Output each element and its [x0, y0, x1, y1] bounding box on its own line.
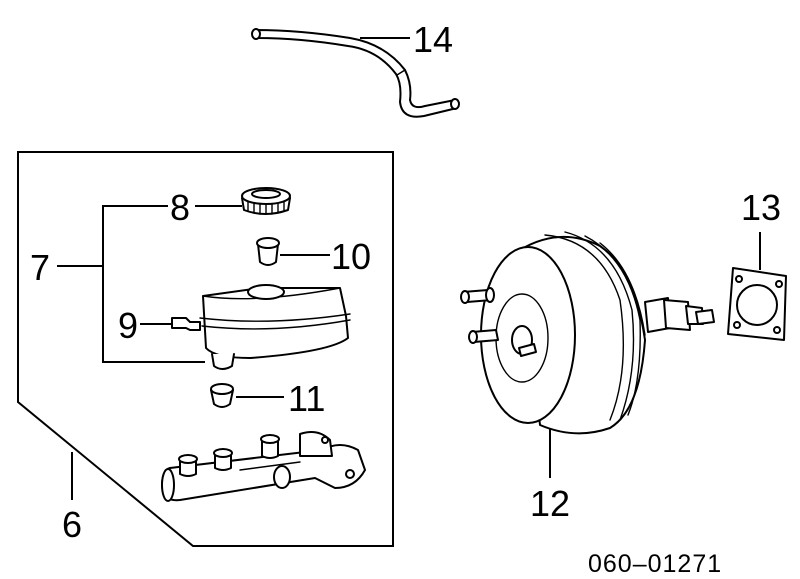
diagram-code: 060–01271 — [588, 550, 722, 578]
callout-9: 9 — [118, 305, 138, 346]
reservoir-cap-part — [241, 187, 291, 215]
level-switch-part — [171, 317, 201, 331]
callout-11: 11 — [288, 378, 325, 419]
group-6-box — [17, 151, 394, 547]
bracket-7 — [102, 205, 205, 363]
vacuum-hose-part — [251, 28, 460, 118]
gasket-part — [727, 267, 787, 341]
callout-12: 12 — [530, 483, 570, 524]
callout-8: 8 — [170, 187, 190, 228]
callout-6: 6 — [62, 504, 82, 545]
brake-booster-part — [460, 231, 715, 435]
callout-14: 14 — [413, 19, 453, 60]
reservoir-tank-part — [199, 284, 351, 370]
callout-7: 7 — [30, 247, 50, 288]
callout-10: 10 — [331, 236, 371, 277]
master-cylinder-part — [161, 431, 366, 502]
callout-13: 13 — [741, 187, 781, 228]
strainer-part — [256, 237, 280, 266]
grommet-part — [210, 383, 234, 408]
